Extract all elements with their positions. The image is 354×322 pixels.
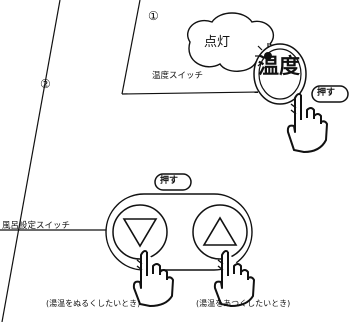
push-badge-bottom: [154, 173, 192, 191]
down-triangle-icon[interactable]: [112, 204, 168, 260]
up-triangle-icon[interactable]: [192, 204, 248, 260]
lamp-callout-bubble: [187, 12, 276, 72]
indicator-lamp-icon: [255, 43, 272, 67]
step-1-marker: ①: [148, 9, 159, 23]
pointing-hand-icon: [132, 250, 174, 307]
temperature-button-label: 温度: [258, 54, 300, 78]
push-badge-top: [311, 85, 349, 103]
push-label-top: 押す: [317, 88, 336, 98]
caption-raise-temp: (湯温をあつくしたいとき): [196, 299, 291, 308]
caption-lower-temp: (湯温をぬるくしたいとき): [46, 299, 141, 308]
bath-setting-switch-label: 風呂設定スイッチ: [2, 221, 71, 231]
temperature-switch-label: 温度スイッチ: [152, 71, 204, 81]
pointing-hand-icon: [286, 93, 328, 153]
lamp-on-label: 点灯: [204, 35, 231, 50]
step-2-marker: ②: [40, 77, 51, 91]
pointing-hand-icon: [213, 250, 255, 307]
push-label-bottom: 押す: [160, 176, 179, 186]
